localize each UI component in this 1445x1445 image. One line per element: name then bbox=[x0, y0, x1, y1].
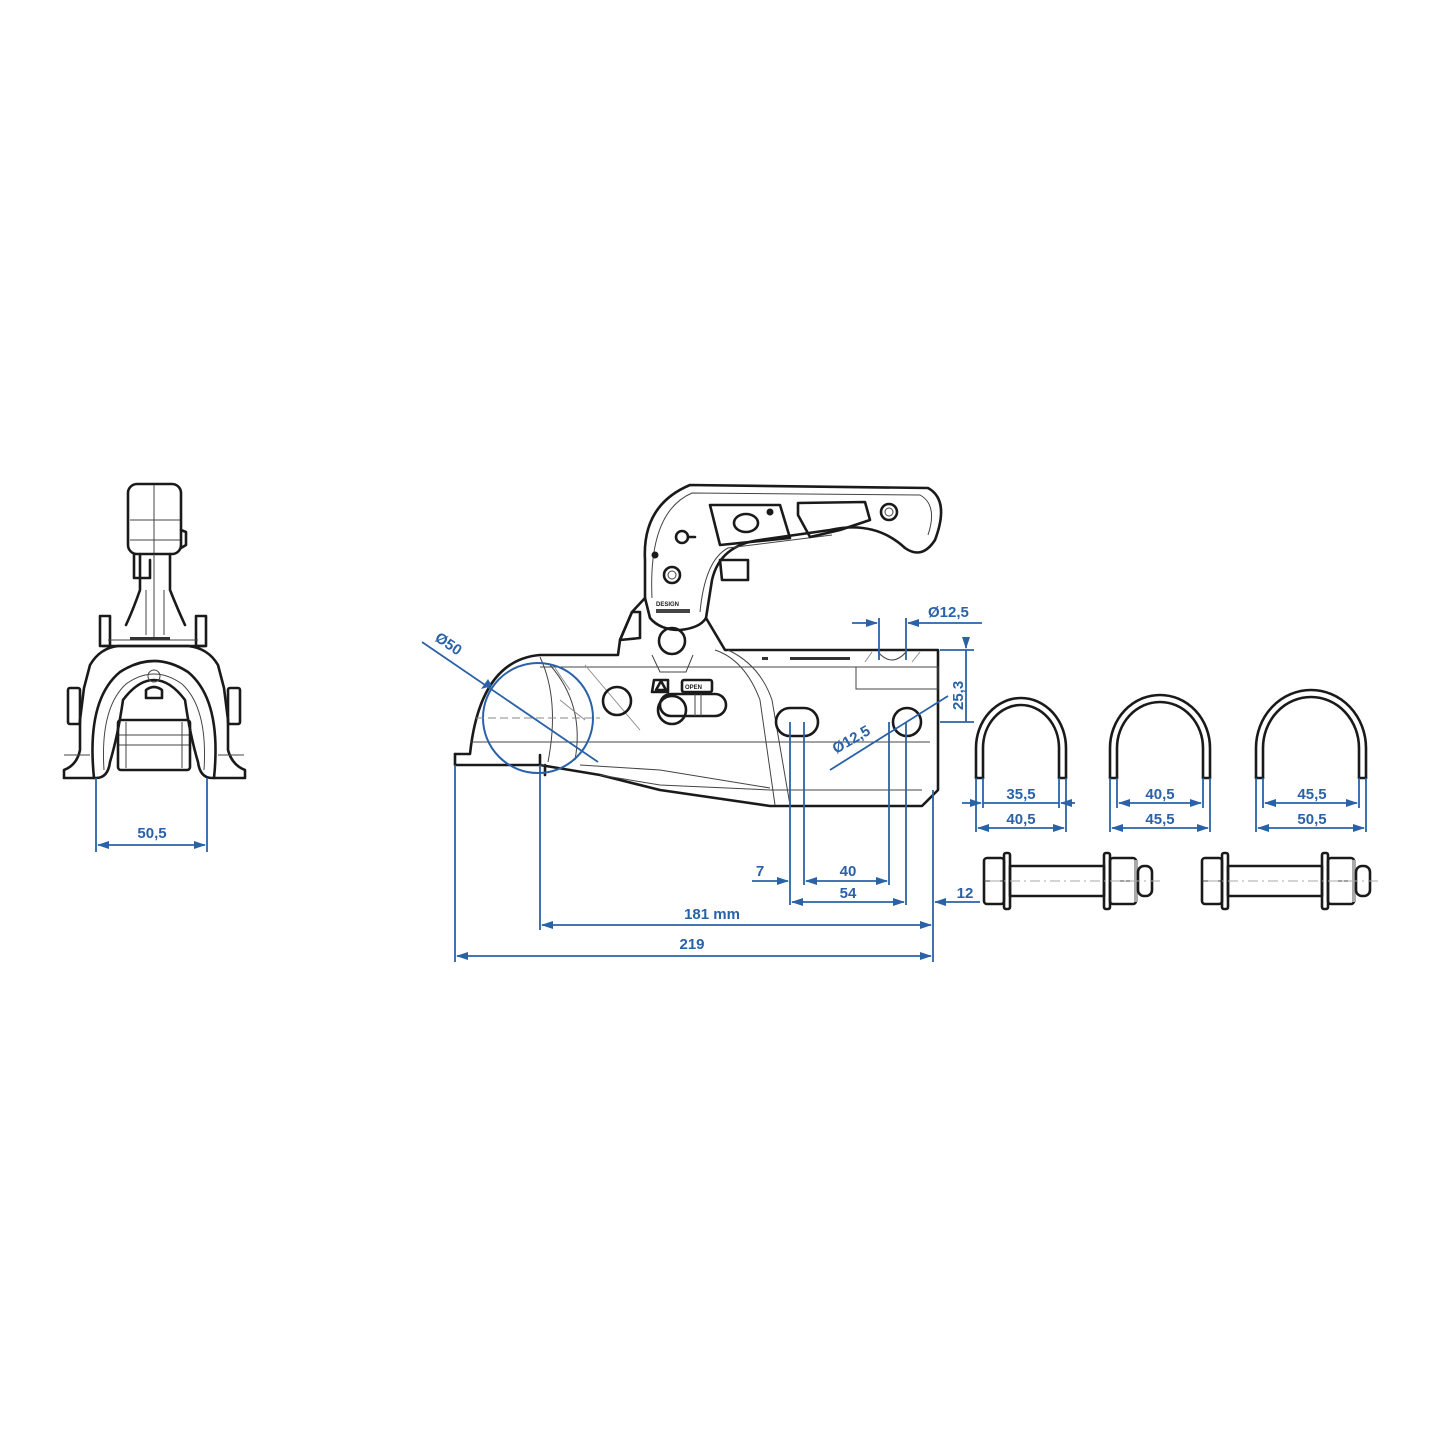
u-bolt-3-inner-label: 45,5 bbox=[1297, 786, 1326, 803]
open-text: OPEN bbox=[685, 685, 702, 691]
open-badge bbox=[680, 678, 714, 694]
height-label: 25,3 bbox=[950, 681, 967, 710]
front-width-label: 50,5 bbox=[137, 825, 166, 842]
u-bolt-1: 35,5 40,5 bbox=[962, 696, 1075, 832]
u-bolt-2-inner-label: 40,5 bbox=[1145, 786, 1174, 803]
design-text: DESIGN bbox=[656, 602, 679, 608]
side-view: DESIGN OPEN Ø50 bbox=[421, 483, 982, 962]
slot-spacing-label: 40 bbox=[840, 863, 857, 880]
ball-diameter-label: Ø50 bbox=[432, 629, 465, 659]
u-bolt-3-outer-label: 50,5 bbox=[1297, 811, 1326, 828]
u-bolt-1-inner-label: 35,5 bbox=[1006, 786, 1035, 803]
u-bolt-3: 45,5 50,5 bbox=[1254, 688, 1368, 832]
side-hole bbox=[891, 706, 923, 738]
u-bolt-2: 40,5 45,5 bbox=[1108, 693, 1212, 832]
brand-logo-icon bbox=[732, 512, 760, 534]
bolt-1 bbox=[982, 851, 1162, 911]
slot-hole bbox=[774, 706, 820, 738]
end-offset-label: 12 bbox=[957, 885, 974, 902]
u-bolt-1-outer-label: 40,5 bbox=[1006, 811, 1035, 828]
front-view: 50,5 bbox=[62, 482, 247, 852]
ball-to-end-label: 181 mm bbox=[684, 906, 740, 923]
overall-length-label: 219 bbox=[679, 936, 704, 953]
handle-logo-window bbox=[708, 503, 792, 547]
top-hole-label: Ø12,5 bbox=[928, 604, 969, 621]
bolt-2 bbox=[1200, 851, 1380, 911]
u-bolt-2-outer-label: 45,5 bbox=[1145, 811, 1174, 828]
side-hole-label: Ø12,5 bbox=[830, 722, 874, 757]
hole-spacing-label: 54 bbox=[840, 885, 857, 902]
offset-label: 7 bbox=[756, 863, 764, 880]
